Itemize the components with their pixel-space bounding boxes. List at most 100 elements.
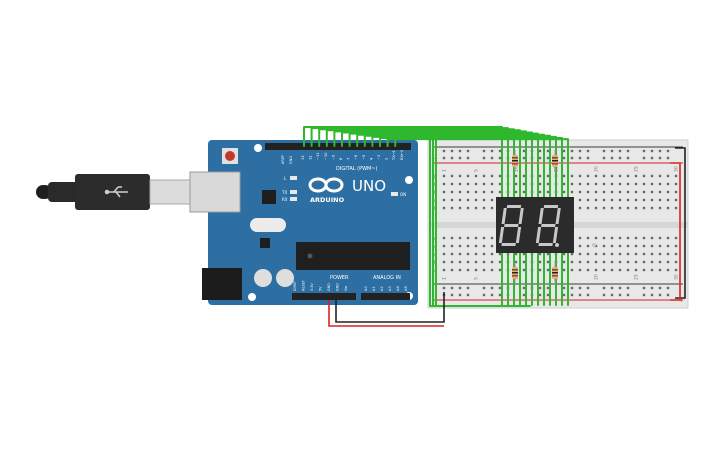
breadboard-hole[interactable] <box>538 252 542 256</box>
breadboard-hole[interactable] <box>642 236 646 240</box>
breadboard-hole[interactable] <box>578 244 582 248</box>
rail-hole[interactable] <box>626 286 630 290</box>
breadboard-hole[interactable] <box>642 198 646 202</box>
rail-hole[interactable] <box>610 156 614 160</box>
breadboard-hole[interactable] <box>586 252 590 256</box>
breadboard-hole[interactable] <box>674 198 678 202</box>
rail-hole[interactable] <box>586 293 590 297</box>
breadboard-hole[interactable] <box>482 260 486 264</box>
breadboard-hole[interactable] <box>458 244 462 248</box>
rail-hole[interactable] <box>610 286 614 290</box>
gnd-wire[interactable] <box>335 292 445 323</box>
rail-hole[interactable] <box>618 293 622 297</box>
rail-hole[interactable] <box>498 286 502 290</box>
breadboard-hole[interactable] <box>626 182 630 186</box>
breadboard-hole[interactable] <box>626 236 630 240</box>
rail-hole[interactable] <box>610 149 614 153</box>
breadboard-hole[interactable] <box>546 190 550 194</box>
resistors[interactable] <box>512 150 558 284</box>
breadboard-hole[interactable] <box>442 268 446 272</box>
breadboard-hole[interactable] <box>514 260 518 264</box>
breadboard-hole[interactable] <box>546 268 550 272</box>
rail-hole[interactable] <box>442 149 446 153</box>
breadboard-hole[interactable] <box>442 190 446 194</box>
breadboard-hole[interactable] <box>674 244 678 248</box>
breadboard-hole[interactable] <box>578 198 582 202</box>
rail-hole[interactable] <box>466 286 470 290</box>
rail-hole[interactable] <box>626 156 630 160</box>
rail-hole[interactable] <box>578 156 582 160</box>
rail-hole[interactable] <box>482 293 486 297</box>
breadboard-hole[interactable] <box>674 174 678 178</box>
breadboard-hole[interactable] <box>466 268 470 272</box>
breadboard-hole[interactable] <box>546 174 550 178</box>
breadboard-hole[interactable] <box>482 244 486 248</box>
breadboard-hole[interactable] <box>442 252 446 256</box>
resistor[interactable] <box>512 150 518 172</box>
breadboard-hole[interactable] <box>618 252 622 256</box>
breadboard-hole[interactable] <box>618 260 622 264</box>
rail-hole[interactable] <box>578 149 582 153</box>
breadboard-hole[interactable] <box>498 260 502 264</box>
breadboard-hole[interactable] <box>474 236 478 240</box>
breadboard-hole[interactable] <box>466 190 470 194</box>
breadboard-hole[interactable] <box>514 174 518 178</box>
breadboard-hole[interactable] <box>498 252 502 256</box>
breadboard-hole[interactable] <box>642 268 646 272</box>
breadboard-hole[interactable] <box>602 206 606 210</box>
breadboard-hole[interactable] <box>650 206 654 210</box>
rail-hole[interactable] <box>482 156 486 160</box>
breadboard-hole[interactable] <box>626 206 630 210</box>
breadboard-hole[interactable] <box>570 190 574 194</box>
rail-hole[interactable] <box>458 286 462 290</box>
breadboard-hole[interactable] <box>546 252 550 256</box>
rail-hole[interactable] <box>602 149 606 153</box>
breadboard-hole[interactable] <box>482 252 486 256</box>
rail-hole[interactable] <box>538 293 542 297</box>
breadboard-hole[interactable] <box>610 182 614 186</box>
breadboard-hole[interactable] <box>634 206 638 210</box>
rail-hole[interactable] <box>626 293 630 297</box>
breadboard-hole[interactable] <box>618 244 622 248</box>
breadboard-hole[interactable] <box>546 260 550 264</box>
breadboard-hole[interactable] <box>490 244 494 248</box>
breadboard-hole[interactable] <box>626 198 630 202</box>
rail-hole[interactable] <box>586 286 590 290</box>
rail-hole[interactable] <box>546 293 550 297</box>
breadboard-hole[interactable] <box>658 268 662 272</box>
rail-hole[interactable] <box>650 156 654 160</box>
breadboard-hole[interactable] <box>514 252 518 256</box>
seven-segment-display[interactable] <box>496 197 596 253</box>
breadboard-hole[interactable] <box>482 206 486 210</box>
breadboard-hole[interactable] <box>490 252 494 256</box>
rail-hole[interactable] <box>466 156 470 160</box>
breadboard-hole[interactable] <box>442 182 446 186</box>
rail-hole[interactable] <box>618 286 622 290</box>
breadboard-hole[interactable] <box>674 190 678 194</box>
breadboard-hole[interactable] <box>610 174 614 178</box>
rail-hole[interactable] <box>666 286 670 290</box>
breadboard-hole[interactable] <box>490 182 494 186</box>
rail-hole[interactable] <box>658 286 662 290</box>
rail-hole[interactable] <box>490 286 494 290</box>
breadboard-hole[interactable] <box>634 174 638 178</box>
breadboard-hole[interactable] <box>442 244 446 248</box>
breadboard-hole[interactable] <box>442 174 446 178</box>
rail-hole[interactable] <box>586 149 590 153</box>
rail-hole[interactable] <box>562 156 566 160</box>
breadboard-hole[interactable] <box>658 190 662 194</box>
breadboard-hole[interactable] <box>538 268 542 272</box>
breadboard-hole[interactable] <box>466 174 470 178</box>
breadboard-hole[interactable] <box>458 260 462 264</box>
breadboard-hole[interactable] <box>666 198 670 202</box>
breadboard-hole[interactable] <box>650 198 654 202</box>
breadboard-hole[interactable] <box>466 244 470 248</box>
breadboard-hole[interactable] <box>498 268 502 272</box>
jumper-wire[interactable] <box>394 132 531 307</box>
breadboard-hole[interactable] <box>618 174 622 178</box>
breadboard-hole[interactable] <box>634 244 638 248</box>
breadboard-hole[interactable] <box>490 190 494 194</box>
rail-hole[interactable] <box>458 149 462 153</box>
breadboard-hole[interactable] <box>658 260 662 264</box>
breadboard-hole[interactable] <box>658 206 662 210</box>
